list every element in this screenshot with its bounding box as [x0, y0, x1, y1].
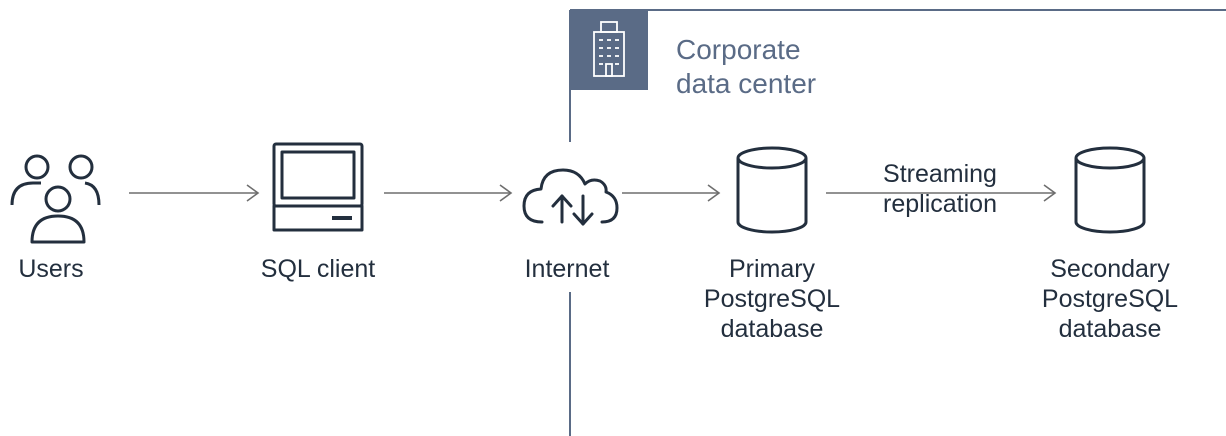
cloud-icon — [522, 168, 619, 226]
primary-db-label-line-3: database — [720, 315, 824, 343]
building-icon — [570, 10, 648, 90]
arrow-sql-client-to-internet — [384, 184, 513, 202]
primary-db-label-line-1: Primary — [728, 255, 816, 283]
secondary-db-label: Secondary PostgreSQL database — [1030, 254, 1190, 344]
replication-label-line-1: Streaming — [883, 160, 997, 188]
primary-db-label: Primary PostgreSQL database — [692, 254, 852, 344]
corporate-data-center-group — [569, 9, 1226, 436]
secondary-database-icon — [1074, 146, 1146, 234]
arrow-internet-to-primary-db — [622, 184, 721, 202]
primary-database-icon — [736, 146, 808, 234]
group-title: Corporate data center — [676, 33, 816, 101]
secondary-db-label-line-2: PostgreSQL — [1041, 285, 1179, 313]
replication-label-line-2: replication — [883, 190, 997, 218]
sql-client-label: SQL client — [260, 255, 376, 283]
primary-db-label-line-2: PostgreSQL — [703, 285, 841, 313]
users-icon — [10, 154, 101, 244]
arrow-users-to-sql-client — [129, 184, 260, 202]
group-title-line-1: Corporate — [676, 34, 801, 65]
secondary-db-label-line-3: database — [1058, 315, 1162, 343]
group-title-line-2: data center — [676, 68, 817, 99]
computer-icon — [272, 142, 364, 232]
replication-label: Streaming replication — [860, 159, 1020, 219]
secondary-db-label-line-1: Secondary — [1050, 255, 1170, 283]
internet-label: Internet — [524, 255, 610, 283]
users-label: Users — [18, 255, 84, 283]
arrow-streaming-replication — [826, 184, 1057, 202]
